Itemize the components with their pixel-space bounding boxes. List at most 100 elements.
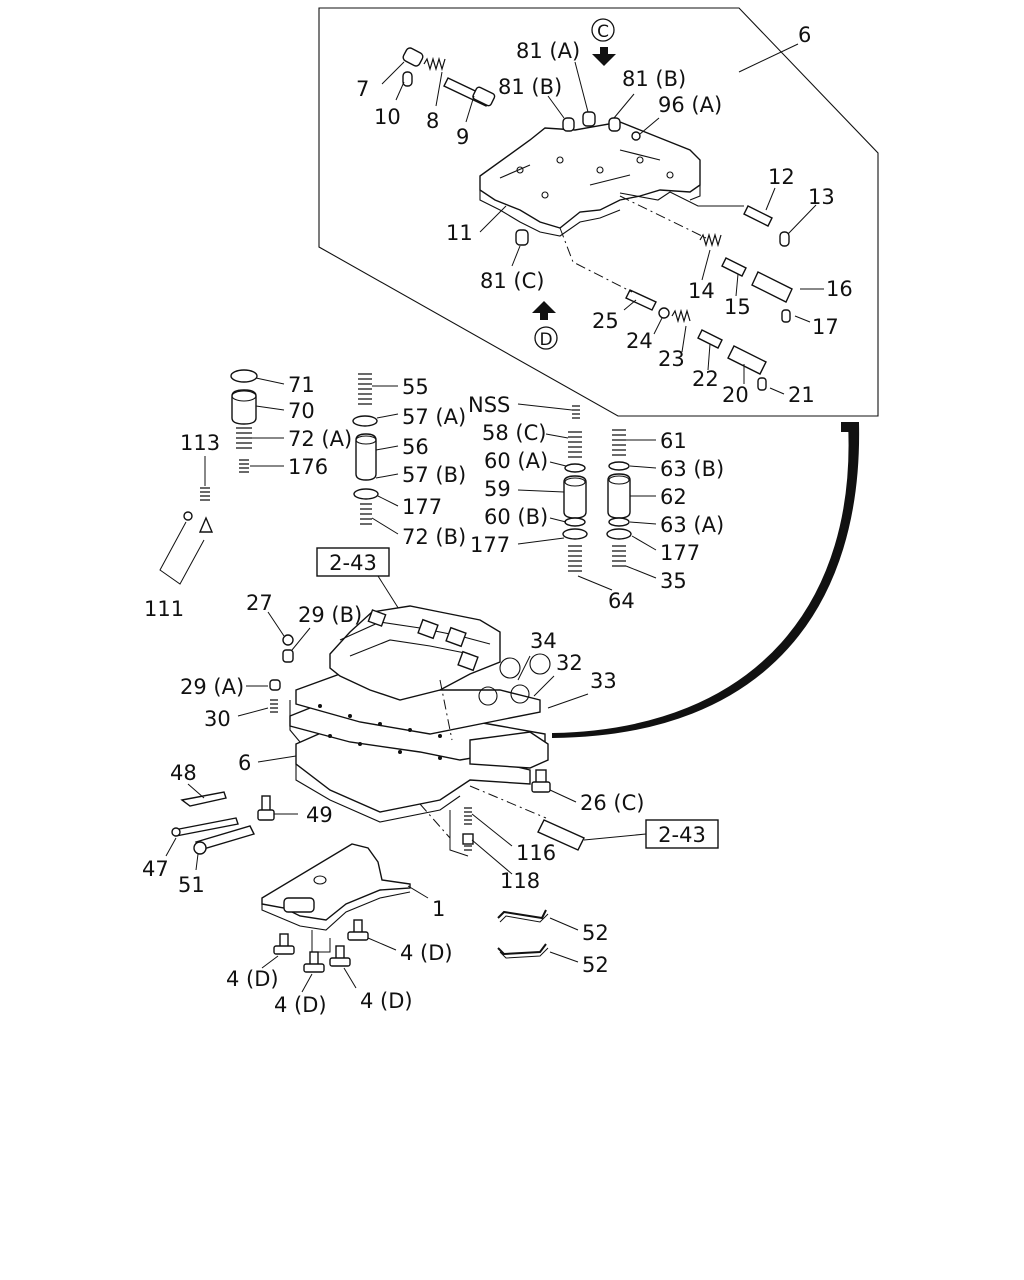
label-63b: 63 (B) xyxy=(660,457,724,481)
upper-valve-body-plate xyxy=(479,121,701,237)
arrow-c xyxy=(592,47,616,66)
valve-12 xyxy=(743,205,773,227)
spring-23 xyxy=(671,308,691,324)
ref-2-43-top: 2-43 xyxy=(329,551,377,575)
label-9: 9 xyxy=(456,125,469,149)
label-6-mid: 6 xyxy=(238,751,251,775)
reference-box-bottom: 2-43 xyxy=(645,819,719,849)
label-58c: 58 (C) xyxy=(482,421,546,445)
sleeve-20 xyxy=(727,345,767,375)
ball-27 xyxy=(282,634,294,646)
part-113-111-group xyxy=(159,456,214,585)
label-nss: NSS xyxy=(468,393,510,417)
label-81c: 81 (C) xyxy=(480,269,544,293)
label-113: 113 xyxy=(180,431,220,455)
plug-17 xyxy=(781,309,791,323)
label-6-top: 6 xyxy=(798,23,811,47)
part-116-118 xyxy=(449,807,513,875)
label-29a: 29 (A) xyxy=(180,675,244,699)
label-22: 22 xyxy=(692,367,719,391)
upper-detail-panel xyxy=(318,7,879,417)
label-30: 30 xyxy=(204,707,231,731)
spring-30 xyxy=(270,699,278,713)
sleeve-16 xyxy=(751,271,793,303)
label-71: 71 xyxy=(288,373,315,397)
label-17: 17 xyxy=(812,315,839,339)
label-10: 10 xyxy=(374,105,401,129)
plug-21 xyxy=(757,377,767,391)
label-55: 55 xyxy=(402,375,429,399)
check-ball-81a xyxy=(582,111,596,127)
circled-letter-c: C xyxy=(591,18,615,42)
label-48: 48 xyxy=(170,761,197,785)
label-13: 13 xyxy=(808,185,835,209)
middle-leaders xyxy=(371,385,399,535)
label-116: 116 xyxy=(516,841,556,865)
valve-plug-7 xyxy=(402,47,424,67)
label-72b: 72 (B) xyxy=(402,525,466,549)
arrow-d xyxy=(532,301,556,320)
label-72a: 72 (A) xyxy=(288,427,352,451)
label-62: 62 xyxy=(660,485,687,509)
accumulator-column-middle xyxy=(352,373,379,525)
accumulator-piston-column-left xyxy=(230,369,258,473)
label-52-top: 52 xyxy=(582,921,609,945)
column-62-leaders xyxy=(625,439,657,579)
column-59-leaders xyxy=(517,403,613,591)
label-1: 1 xyxy=(432,897,445,921)
spring-8 xyxy=(423,56,446,72)
retainer-10 xyxy=(402,71,413,87)
label-81b-right: 81 (B) xyxy=(622,67,686,91)
bolt-4d-1 xyxy=(261,933,295,969)
label-25: 25 xyxy=(592,309,619,333)
arrow-head-block xyxy=(841,422,858,432)
label-118: 118 xyxy=(500,869,540,893)
label-59: 59 xyxy=(484,477,511,501)
valve-25 xyxy=(625,289,657,311)
label-14: 14 xyxy=(688,279,715,303)
label-26c: 26 (C) xyxy=(580,791,644,815)
label-4d-3: 4 (D) xyxy=(360,989,413,1013)
label-15: 15 xyxy=(724,295,751,319)
lower-left-leaders xyxy=(165,783,298,871)
label-11: 11 xyxy=(446,221,473,245)
main-valve-body-assembly xyxy=(289,605,551,839)
label-63a: 63 (A) xyxy=(660,513,724,537)
clip-52-top xyxy=(497,909,579,931)
label-27: 27 xyxy=(246,591,273,615)
circled-letter-d: D xyxy=(534,326,558,350)
left-leaders xyxy=(250,377,285,467)
bolt-4d-2 xyxy=(301,951,325,993)
label-64: 64 xyxy=(608,589,635,613)
label-57b: 57 (B) xyxy=(402,463,466,487)
label-57a: 57 (A) xyxy=(402,405,466,429)
label-177-b: 177 xyxy=(470,533,510,557)
label-111: 111 xyxy=(144,597,184,621)
label-4d-4: 4 (D) xyxy=(400,941,453,965)
plug-29b xyxy=(282,649,294,663)
label-7: 7 xyxy=(356,77,369,101)
valve-15 xyxy=(721,257,747,277)
bolt-4d-4 xyxy=(347,919,397,951)
label-96a: 96 (A) xyxy=(658,93,722,117)
detent-spring-48 xyxy=(180,791,227,807)
label-47: 47 xyxy=(142,857,169,881)
check-ball-81b-left xyxy=(562,117,575,132)
label-32: 32 xyxy=(556,651,583,675)
label-176: 176 xyxy=(288,455,328,479)
assembly-link-arrow xyxy=(552,422,860,739)
label-52-bottom: 52 xyxy=(582,953,609,977)
label-177-c: 177 xyxy=(660,541,700,565)
check-ball-81c xyxy=(515,229,529,246)
check-ball-81b-right xyxy=(608,117,621,132)
label-60b: 60 (B) xyxy=(484,505,548,529)
label-8: 8 xyxy=(426,109,439,133)
bolt-26c xyxy=(531,769,577,803)
washer-24 xyxy=(658,307,670,319)
circled-c-text: C xyxy=(597,22,609,42)
label-81b-left: 81 (B) xyxy=(498,75,562,99)
label-24: 24 xyxy=(626,329,653,353)
label-35: 35 xyxy=(660,569,687,593)
label-12: 12 xyxy=(768,165,795,189)
